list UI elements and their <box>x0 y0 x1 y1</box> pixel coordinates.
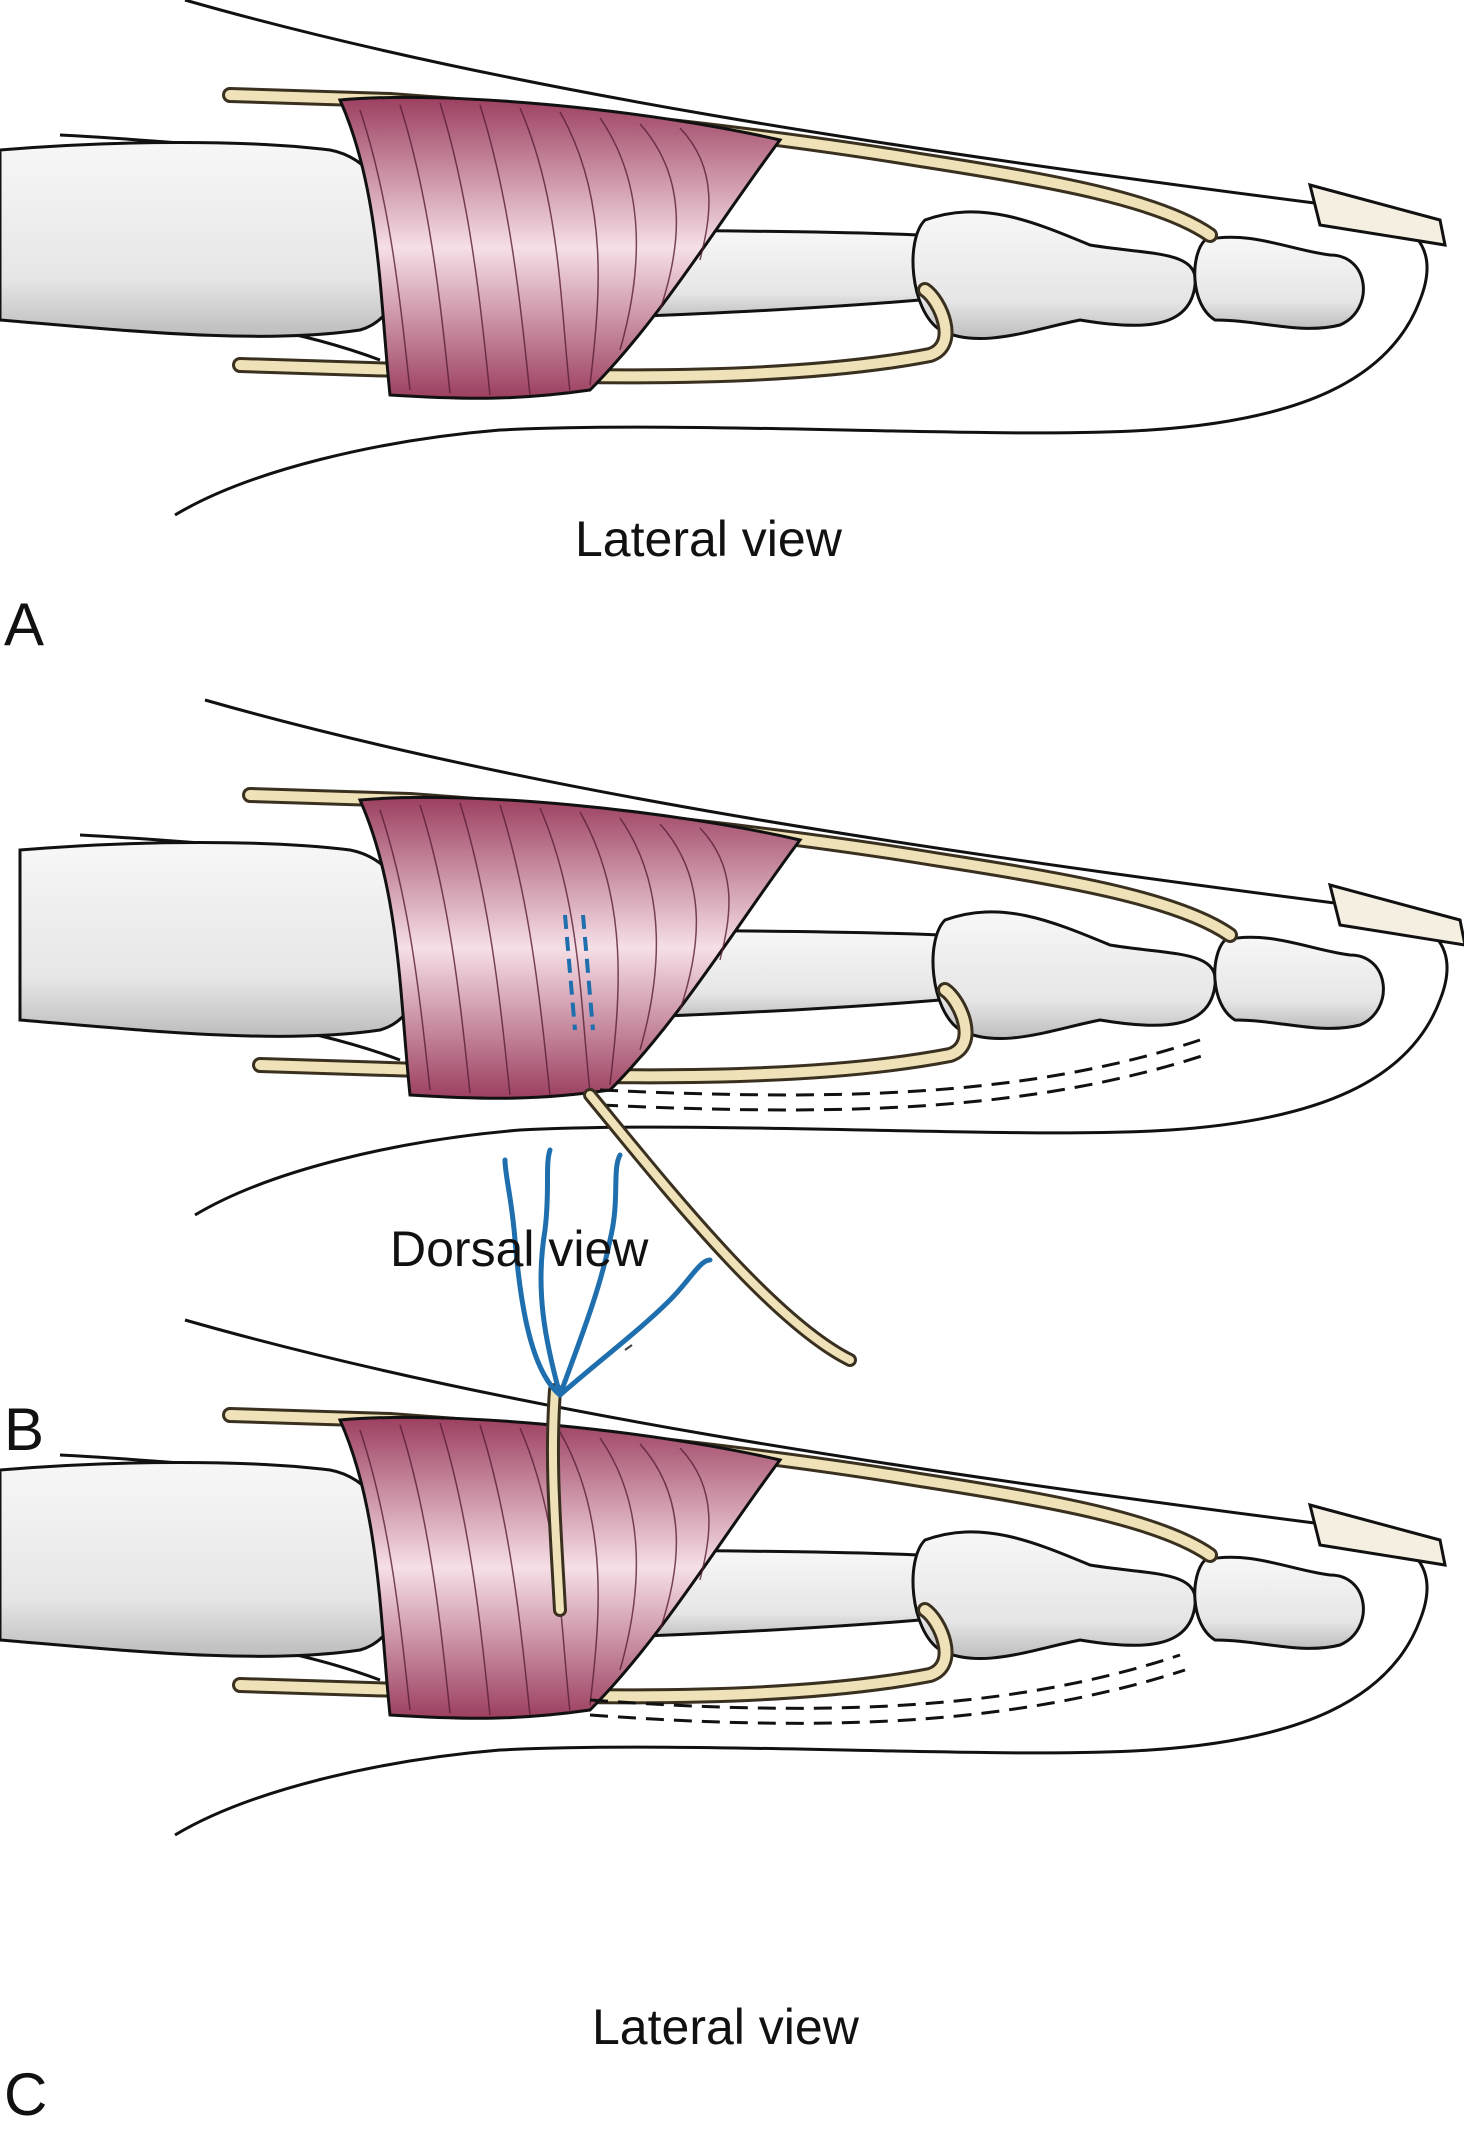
view-label-a: Lateral view <box>575 511 842 567</box>
dashed-tendon-path <box>599 1038 1201 1097</box>
incision-marks <box>563 914 595 1031</box>
panel-c-drawing <box>0 1320 1445 1835</box>
view-label-b: Dorsal view <box>390 1221 649 1277</box>
panel-letter-b: B <box>4 1396 45 1463</box>
panel-letter-a: A <box>4 591 45 658</box>
view-label-c: Lateral view <box>592 1999 859 2055</box>
panel-a-drawing <box>0 0 1445 515</box>
panel-letter-c: C <box>4 2061 48 2128</box>
panel-b-drawing <box>20 700 1464 1367</box>
suture-icon <box>502 1147 713 1398</box>
stray-mark <box>624 1344 633 1351</box>
